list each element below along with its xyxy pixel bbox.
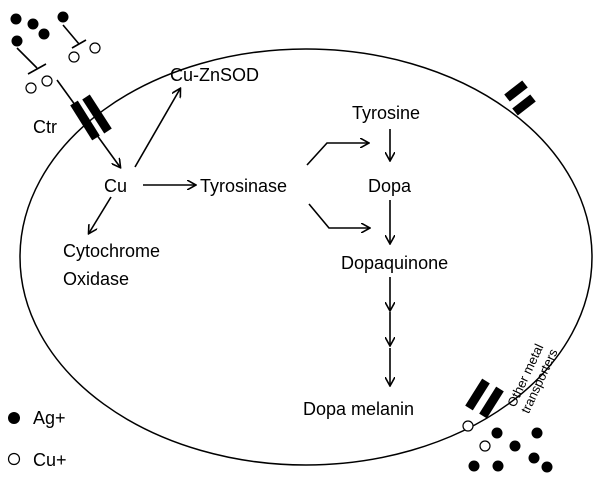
cytochrome-label: Cytochrome	[63, 241, 160, 261]
cu-legend-marker	[7, 452, 21, 466]
dopaquinone-label: Dopaquinone	[341, 253, 448, 273]
cu-to-cuznsod-arrow	[134, 89, 180, 168]
tyrosinase-to-dopaquinone-arrow	[308, 203, 369, 228]
cu-ions-top-left	[25, 42, 101, 94]
dopa-label: Dopa	[368, 176, 412, 196]
ctr-label: Ctr	[33, 117, 57, 137]
ag-ions-top-left	[10, 11, 69, 47]
inhibition-lines	[16, 24, 87, 75]
tyrosine-label: Tyrosine	[352, 103, 420, 123]
cu-legend-label: Cu+	[33, 450, 67, 470]
cu-entry-arrow	[56, 79, 120, 167]
oxidase-label: Oxidase	[63, 269, 129, 289]
ag-legend-marker	[8, 412, 20, 424]
ag-ions-bottom-right	[468, 427, 553, 473]
cu-label: Cu	[104, 176, 127, 196]
ctr-transporter-icon	[70, 94, 112, 141]
tyrosinase-label: Tyrosinase	[200, 176, 287, 196]
ag-legend-label: Ag+	[33, 408, 66, 428]
other-metal-transporter-icon	[465, 378, 504, 419]
tyrosinase-to-tyrosine-arrow	[306, 143, 368, 166]
cu-znsod-label: Cu-ZnSOD	[170, 65, 259, 85]
membrane-transporter-icon	[504, 80, 536, 116]
cu-ions-bottom-right	[462, 420, 491, 452]
cu-to-cytochrome-arrow	[89, 196, 112, 233]
dopa-melanin-label: Dopa melanin	[303, 399, 414, 419]
legend: Ag+ Cu+	[7, 408, 67, 470]
other-metal-transporters-label: Other metal transporters	[504, 341, 561, 415]
cell-membrane	[19, 48, 593, 466]
